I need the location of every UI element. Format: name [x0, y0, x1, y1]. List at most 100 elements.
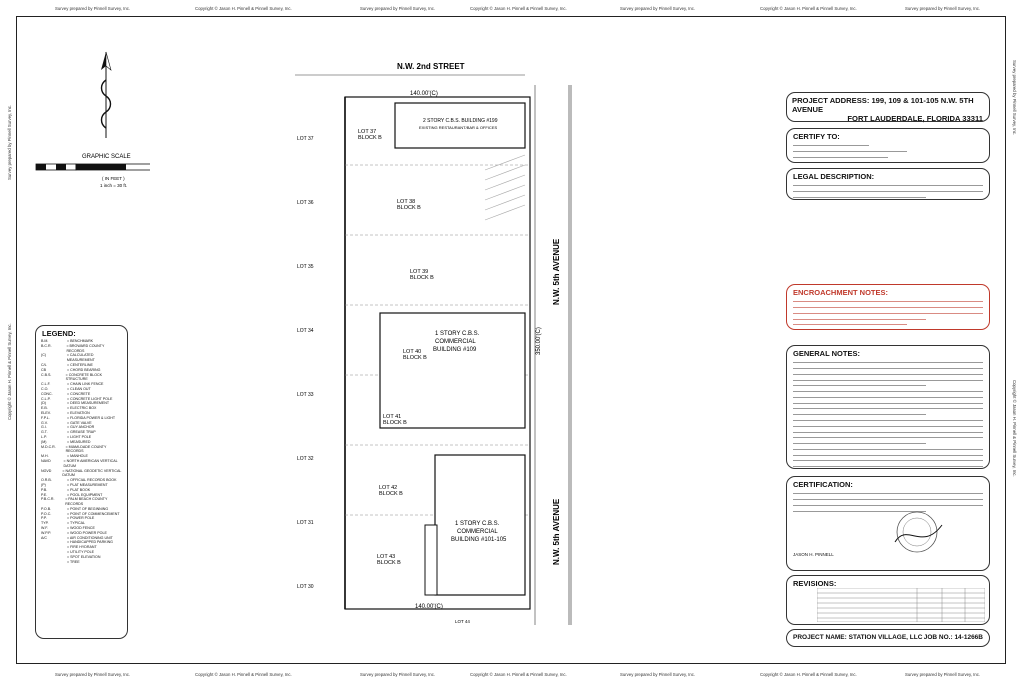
legend-item: NGVD = NATIONAL GEODETIC VERTICAL DATUM	[41, 469, 122, 479]
surveyor-name: JASON H. PINNELL	[793, 552, 834, 557]
building-2-line2: COMMERCIAL	[435, 339, 476, 345]
legend-abbrev	[41, 560, 67, 565]
legend-abbrev: ELEV.	[41, 410, 51, 415]
legend-item: M.D.C.R.= MIAMI-DADE COUNTY RECORDS	[41, 445, 122, 455]
surveyor-seal-icon	[894, 511, 943, 553]
legend-item: P.P. = POWER POLE	[41, 516, 122, 521]
legend-meaning: = WOOD FENCE	[67, 526, 95, 531]
block-label: BLOCK B	[383, 420, 407, 426]
building-2-line1: 1 STORY C.B.S.	[435, 331, 480, 337]
legend-meaning: = FIRE HYDRANT	[67, 545, 97, 550]
legend-item: (C)= CALCULATED MEASUREMENT	[41, 353, 122, 363]
legend-item: C.B.S. = CONCRETE BLOCK STRUCTURE	[41, 373, 122, 383]
legend-abbrev: G.V.	[41, 420, 48, 425]
legend-meaning: = WOOD POWER POLE	[67, 530, 107, 535]
legend-abbrev: C.B.S.	[41, 372, 52, 377]
legend-abbrev: B.C.R.	[41, 343, 52, 348]
legend-item: F.P.L.= FLORIDA POWER & LIGHT	[41, 416, 122, 421]
edge-credit: Survey prepared by Pinnell Survey, Inc.	[620, 672, 696, 677]
edge-copyright: Copyright © Jason H. Pinnell & Pinnell S…	[760, 672, 857, 677]
legend-abbrev: F.P.L.	[41, 415, 50, 420]
legend-abbrev: C.L.F.	[41, 382, 51, 387]
legend-meaning: = POINT OF BEGINNING	[67, 506, 109, 511]
building-2-line3: BUILDING #109	[433, 347, 477, 353]
legend-meaning: = POOL EQUIPMENT	[67, 492, 103, 497]
legend-item: = SPOT ELEVATION	[41, 555, 122, 560]
legend-abbrev: P.P.	[41, 516, 47, 521]
legend-title: LEGEND:	[42, 329, 76, 338]
legend-abbrev: NAVD	[41, 458, 51, 463]
legend-abbrev: W.P.P.	[41, 530, 52, 535]
edge-copyright: Copyright © Jason H. Pinnell & Pinnell S…	[470, 672, 567, 677]
legend-abbrev: (C)	[41, 353, 46, 358]
legend-item: (P)= PLAT MEASUREMENT	[41, 483, 122, 488]
job-number: JOB NO.: 14-1266B	[923, 634, 983, 641]
legend-item: C.L.F.= CHAIN LINK FENCE	[41, 382, 122, 387]
legend-meaning: = PLAT BOOK	[67, 487, 91, 492]
sheet-border	[16, 16, 1006, 664]
legend-abbrev: P.B.C.R.	[41, 497, 55, 502]
left-edge-copyright: Copyright © Jason H. Pinnell & Pinnell S…	[7, 323, 12, 420]
adjacent-lot-label: LOT 34	[297, 328, 314, 334]
building-109	[379, 312, 526, 429]
legend-meaning: = MANHOLE	[67, 454, 88, 459]
legend-meaning: = DEED MEASUREMENT	[67, 401, 110, 406]
north-arrow-icon	[100, 51, 112, 138]
adjacent-lot-label: LOT 31	[297, 520, 314, 526]
project-name-box: PROJECT NAME: STATION VILLAGE, LLC JOB N…	[786, 629, 990, 647]
legend-meaning: = CENTERLINE	[67, 362, 93, 367]
legend-abbrev: CB	[41, 367, 46, 372]
certification-box: CERTIFICATION: JASON H. PINNELL	[786, 476, 990, 571]
legend-meaning: = BROWARD COUNTY RECORDS	[66, 343, 105, 353]
legend-meaning: = GREASE TRAP	[67, 430, 96, 435]
legend-meaning: = PLAT MEASUREMENT	[67, 482, 108, 487]
legend-meaning: = CONCRETE	[67, 391, 91, 396]
legend-abbrev: P.E.	[41, 492, 48, 497]
building-3-line3: BUILDING #101-105	[451, 537, 507, 543]
avenue-label-2: N.W. 5th AVENUE	[552, 498, 561, 565]
legend-abbrev: G.I.	[41, 425, 47, 430]
legend-abbrev: C/L	[41, 362, 47, 367]
legend-item: P.B.C.R.= PALM BEACH COUNTY RECORDS	[41, 497, 122, 507]
legend-item: ELEV.= ELEVATION	[41, 411, 122, 416]
legend-meaning: = NATIONAL GEODETIC VERTICAL DATUM	[62, 468, 122, 478]
edge-credit: Survey prepared by Pinnell Survey, Inc.	[905, 6, 981, 11]
legend-meaning: = CONCRETE BLOCK STRUCTURE	[65, 372, 103, 382]
legend-abbrev: NGVD	[41, 468, 52, 473]
street-label: N.W. 2nd STREET	[397, 62, 465, 71]
encroachment-notes-title: ENCROACHMENT NOTES:	[793, 288, 888, 297]
block-label: BLOCK B	[377, 560, 401, 566]
legend-item: (D)= DEED MEASUREMENT	[41, 401, 122, 406]
legend-meaning: = ELECTRIC BOX	[67, 406, 97, 411]
legend-item: B.M.= BENCHMARK	[41, 339, 122, 344]
lot-label: LOT 41	[383, 414, 401, 420]
legend-meaning: = SPOT ELEVATION	[67, 554, 101, 559]
lot-label: LOT 38	[397, 199, 415, 205]
avenue-label: N.W. 5th AVENUE	[552, 238, 561, 305]
adjacent-lot-label: LOT 30	[297, 584, 314, 590]
edge-copyright: Copyright © Jason H. Pinnell & Pinnell S…	[195, 6, 292, 11]
legend-abbrev: O.R.B.	[41, 478, 52, 483]
legend-abbrev: P.O.C.	[41, 511, 52, 516]
certify-to-box: CERTIFY TO:	[786, 128, 990, 163]
legend-abbrev: E.B.	[41, 406, 48, 411]
scale-unit-feet: ( IN FEET )	[102, 176, 125, 181]
legend-meaning: = GATE VALVE	[67, 420, 92, 425]
legend-meaning: = POINT OF COMMENCEMENT	[67, 511, 120, 516]
legend-meaning: = POWER POLE	[67, 516, 95, 521]
legend-item: CB= CHORD BEARING	[41, 368, 122, 373]
legend-item: P.E. = POOL EQUIPMENT	[41, 493, 122, 498]
legend-item: = HANDICAPPED PARKING	[41, 540, 122, 545]
lot-label: LOT 43	[377, 554, 395, 560]
adjacent-lot-label: LOT 37	[297, 136, 314, 142]
adjacent-lot-label: LOT 35	[297, 264, 314, 270]
legend-item: W.P.P. = WOOD POWER POLE	[41, 531, 122, 536]
edge-copyright: Copyright © Jason H. Pinnell & Pinnell S…	[760, 6, 857, 11]
legend-meaning: = CONCRETE LIGHT POLE	[67, 396, 113, 401]
legend-abbrev: W.F.	[41, 526, 48, 531]
general-notes-title: GENERAL NOTES:	[793, 349, 860, 358]
legend-item: = TREE	[41, 560, 122, 565]
